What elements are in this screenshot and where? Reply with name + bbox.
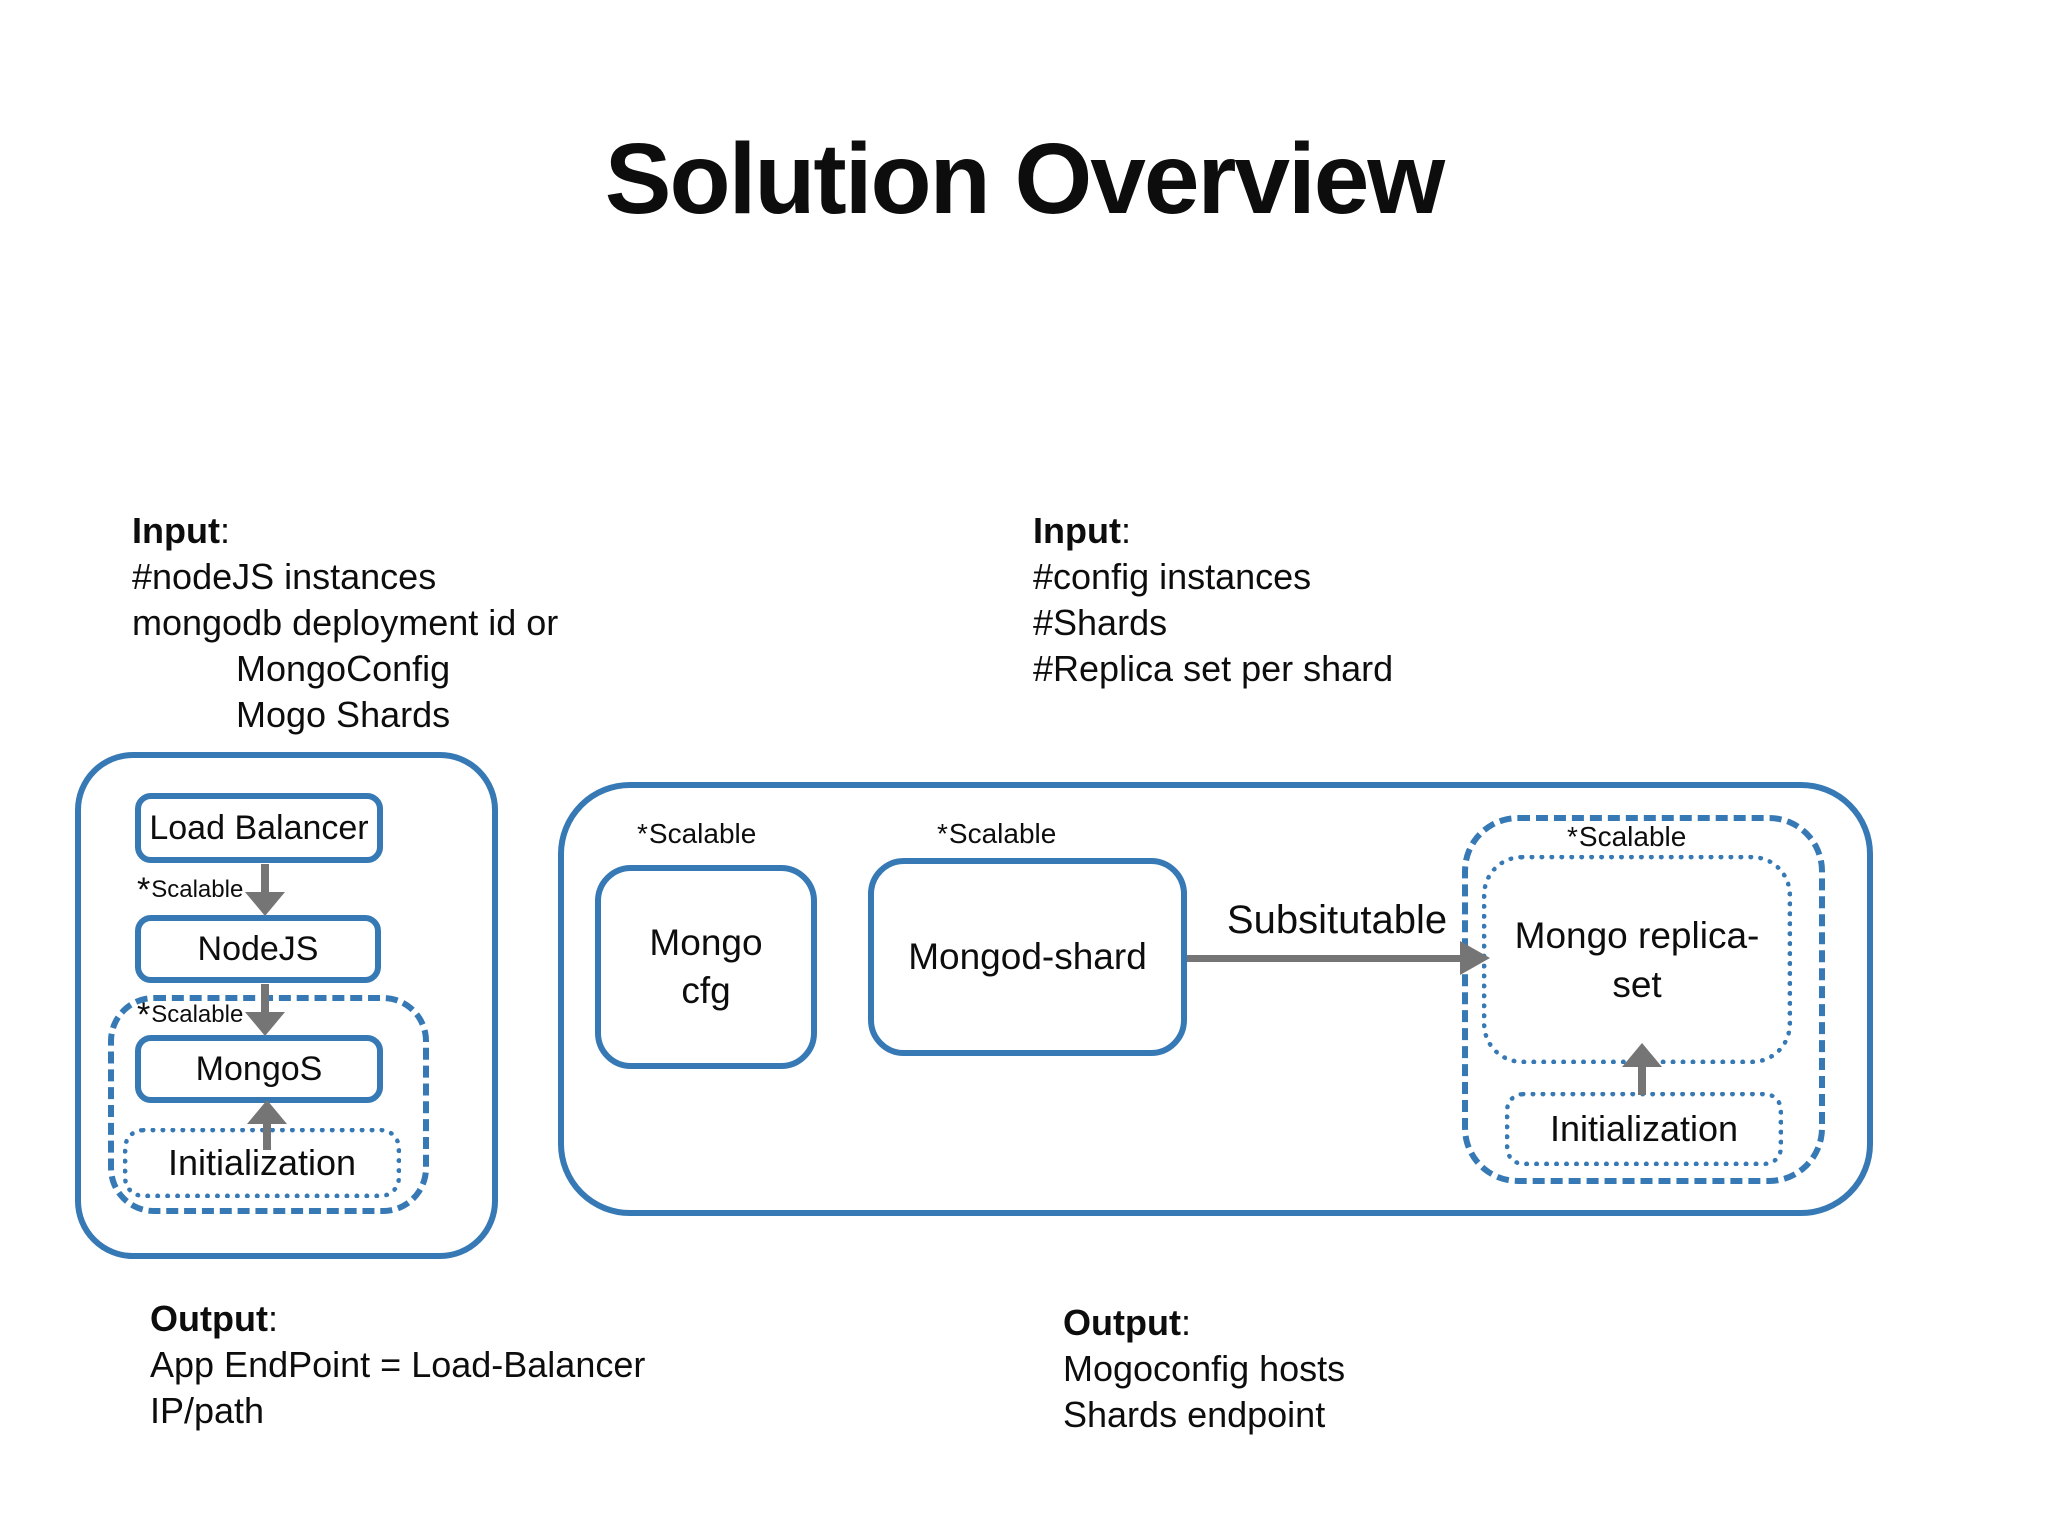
arrow-down-icon — [245, 864, 285, 916]
label-line: Mongo replica- — [1514, 914, 1760, 956]
arrow-up-icon — [247, 1100, 287, 1150]
scalable-label: *Scalable — [937, 818, 1057, 849]
mongod-shard-box: Mongod-shard — [868, 858, 1187, 1056]
asterisk-icon: * — [937, 818, 948, 849]
input-line: Mogo Shards — [236, 694, 451, 735]
input-line: #Replica set per shard — [1033, 648, 1394, 689]
nodejs-label: NodeJS — [197, 929, 319, 968]
load-balancer-label: Load Balancer — [149, 808, 369, 847]
mongo-cfg-box: Mongo cfg — [595, 865, 817, 1069]
output-line: Shards endpoint — [1063, 1394, 1326, 1435]
mongo-replica-set-label: Mongo replica- set — [1515, 911, 1760, 1009]
load-balancer-box: Load Balancer — [135, 793, 383, 863]
arrow-down-icon — [245, 984, 285, 1036]
input-heading: Input: — [1033, 510, 1131, 551]
asterisk-icon: * — [137, 996, 151, 1034]
input-line: #Shards — [1033, 602, 1168, 643]
replica-scalable-group — [1462, 815, 1825, 1184]
output-line: App EndPoint = Load-Balancer — [150, 1344, 646, 1385]
input-line: #config instances — [1033, 556, 1312, 597]
label-line: cfg — [681, 970, 731, 1011]
mongos-box: MongoS — [135, 1035, 383, 1103]
input-block-right: Input: #config instances #Shards #Replic… — [1033, 508, 1393, 692]
scalable-label: *Scalable — [137, 996, 244, 1034]
output-block-right: Output: Mogoconfig hosts Shards endpoint — [1063, 1300, 1345, 1438]
mongod-shard-label: Mongod-shard — [908, 936, 1147, 977]
initialization-label: Initialization — [1549, 1108, 1739, 1149]
app-stack-container — [75, 752, 498, 1259]
output-heading: Output: — [150, 1298, 278, 1339]
input-line: #nodeJS instances — [132, 556, 437, 597]
input-line: MongoConfig — [236, 648, 451, 689]
arrow-right-icon — [1187, 941, 1490, 975]
initialization-box-left: Initialization — [123, 1128, 401, 1198]
initialization-label: Initialization — [167, 1142, 357, 1183]
label-line: Mongo — [649, 922, 763, 963]
scalable-label: *Scalable — [137, 871, 244, 909]
mongo-replica-set-box: Mongo replica- set — [1482, 855, 1792, 1064]
nodejs-box: NodeJS — [135, 915, 381, 983]
asterisk-icon: * — [1567, 821, 1578, 852]
mongo-cfg-label: Mongo cfg — [649, 919, 762, 1015]
input-block-left: Input: #nodeJS instances mongodb deploym… — [132, 508, 558, 738]
input-line: mongodb deployment id or — [132, 602, 559, 643]
arrow-up-icon — [1622, 1043, 1662, 1095]
mongos-label: MongoS — [195, 1049, 323, 1088]
input-heading: Input: — [132, 510, 230, 551]
substitutable-label: Subsitutable — [1226, 898, 1448, 942]
scalable-label: *Scalable — [1567, 821, 1687, 852]
initialization-box-right: Initialization — [1505, 1092, 1783, 1166]
label-line: set — [1612, 963, 1662, 1005]
scalable-label: *Scalable — [637, 818, 757, 849]
mongo-cluster-container — [558, 782, 1873, 1216]
output-line: IP/path — [150, 1390, 265, 1431]
asterisk-icon: * — [637, 818, 648, 849]
asterisk-icon: * — [137, 871, 151, 909]
output-heading: Output: — [1063, 1302, 1191, 1343]
output-block-left: Output: App EndPoint = Load-Balancer IP/… — [150, 1296, 645, 1434]
output-line: Mogoconfig hosts — [1063, 1348, 1346, 1389]
page-title: Solution Overview — [604, 123, 1445, 235]
